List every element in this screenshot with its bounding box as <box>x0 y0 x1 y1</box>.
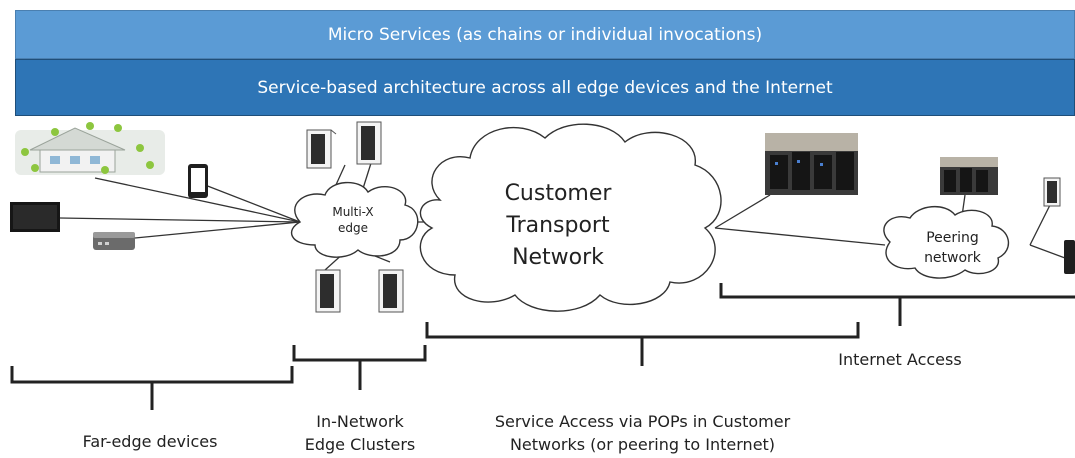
service-access-bracket <box>425 322 860 366</box>
device-links <box>59 159 1066 271</box>
link-transport-peering <box>714 227 886 246</box>
in-network-bracket <box>292 345 427 390</box>
service-access-label: Service Access via POPs in Customer Netw… <box>470 410 815 456</box>
in-network-label-line2: Edge Clusters <box>304 435 416 454</box>
architecture-banner-text: Service-based architecture across all ed… <box>257 77 833 98</box>
transport-label-line1: Customer <box>504 181 612 206</box>
internet-access-label: Internet Access <box>838 350 962 369</box>
transport-label-line2: Transport <box>506 213 610 238</box>
smart-home-icon <box>15 122 165 175</box>
server-rack-icon <box>315 269 341 313</box>
link-minipc <box>134 221 301 239</box>
architecture-banner: Service-based architecture across all ed… <box>15 59 1075 116</box>
multix-label-line2: edge <box>338 221 368 235</box>
server-rack-icon <box>1043 177 1061 207</box>
smartphone-icon <box>1064 240 1075 274</box>
link-peering-device <box>1029 244 1066 259</box>
server-rack-icon <box>306 129 337 169</box>
server-rack-icon <box>356 121 382 165</box>
peering-cloud <box>883 206 1010 279</box>
multix-label-line1: Multi-X <box>332 205 374 219</box>
transport-cloud <box>419 123 722 312</box>
far-edge-label: Far-edge devices <box>82 432 218 451</box>
service-access-label-line1: Service Access via POPs in Customer <box>494 412 791 431</box>
multix-cloud-label: Multi-X edge <box>310 204 396 236</box>
link-tv <box>59 217 301 223</box>
in-network-label-line1: In-Network <box>316 412 404 431</box>
internet-access-bracket <box>719 283 1075 326</box>
smartphone-icon <box>188 164 208 198</box>
server-rack-icon <box>378 269 404 313</box>
peering-label-line2: network <box>924 250 981 266</box>
microservices-banner: Micro Services (as chains or individual … <box>15 10 1075 59</box>
link-phone <box>204 184 301 223</box>
datacenter-icon <box>765 133 858 195</box>
in-network-label: In-Network Edge Clusters <box>290 410 430 456</box>
multix-cloud <box>290 181 419 258</box>
bracket-lines <box>10 283 1075 410</box>
link-peering-rack <box>1029 204 1051 246</box>
television-icon <box>10 202 60 232</box>
transport-cloud-label: Customer Transport Network <box>478 178 638 274</box>
datacenter-icon <box>940 157 998 195</box>
link-transport-datacenter <box>714 194 771 229</box>
link-home <box>94 177 301 223</box>
peering-cloud-label: Peering network <box>900 228 1005 268</box>
microservices-banner-text: Micro Services (as chains or individual … <box>327 24 763 45</box>
transport-label-line3: Network <box>512 245 604 270</box>
peering-label-line1: Peering <box>926 230 979 246</box>
far-edge-bracket <box>10 366 294 410</box>
service-access-label-line2: Networks (or peering to Internet) <box>509 435 776 454</box>
mini-pc-icon <box>93 232 135 250</box>
